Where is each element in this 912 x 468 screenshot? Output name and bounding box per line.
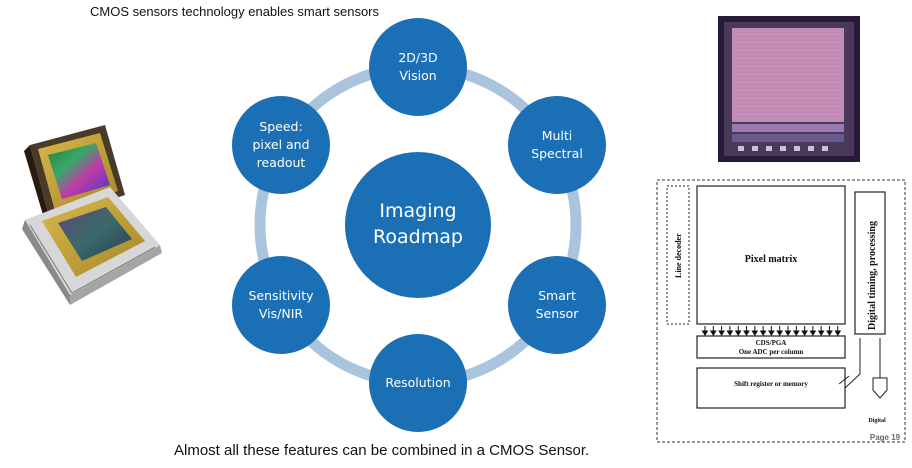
adc-label: One ADC per column	[739, 348, 804, 356]
pixel-matrix-block	[696, 185, 846, 325]
node-speed: Speed: pixel and readout	[232, 96, 330, 194]
digital-timing-label: Digital timing, processing	[867, 221, 878, 330]
node-multi-spectral: Multi Spectral	[508, 96, 606, 194]
node-2d3d-vision: 2D/3D Vision	[369, 18, 467, 116]
pixel-matrix-label: Pixel matrix	[745, 254, 797, 265]
bottom-caption: Almost all these features can be combine…	[174, 442, 590, 459]
cds-pga-label: CDS/PGA	[756, 339, 787, 347]
digital-output-icon	[872, 377, 888, 399]
shift-register-label: Shift register or memory	[734, 380, 808, 388]
sensor-block-diagram: Line decoder Pixel matrix Digital timing…	[656, 179, 906, 443]
node-smart-sensor: Smart Sensor	[508, 256, 606, 354]
node-resolution: Resolution	[369, 334, 467, 432]
line-decoder-block	[666, 185, 690, 325]
digital-output-label: Digital	[868, 418, 886, 424]
node-imaging-roadmap: Imaging Roadmap	[345, 152, 491, 298]
page-number: Page 19	[870, 433, 901, 442]
cmos-sensor-chips-image	[22, 125, 162, 305]
cds-pga-block	[696, 335, 846, 359]
top-caption: CMOS sensors technology enables smart se…	[90, 4, 380, 19]
digital-timing-block	[854, 191, 886, 335]
node-sensitivity: Sensitivity Vis/NIR	[232, 256, 330, 354]
line-decoder-label: Line decoder	[674, 233, 683, 278]
shift-register-block	[696, 367, 846, 409]
sensor-die-image	[718, 16, 860, 162]
